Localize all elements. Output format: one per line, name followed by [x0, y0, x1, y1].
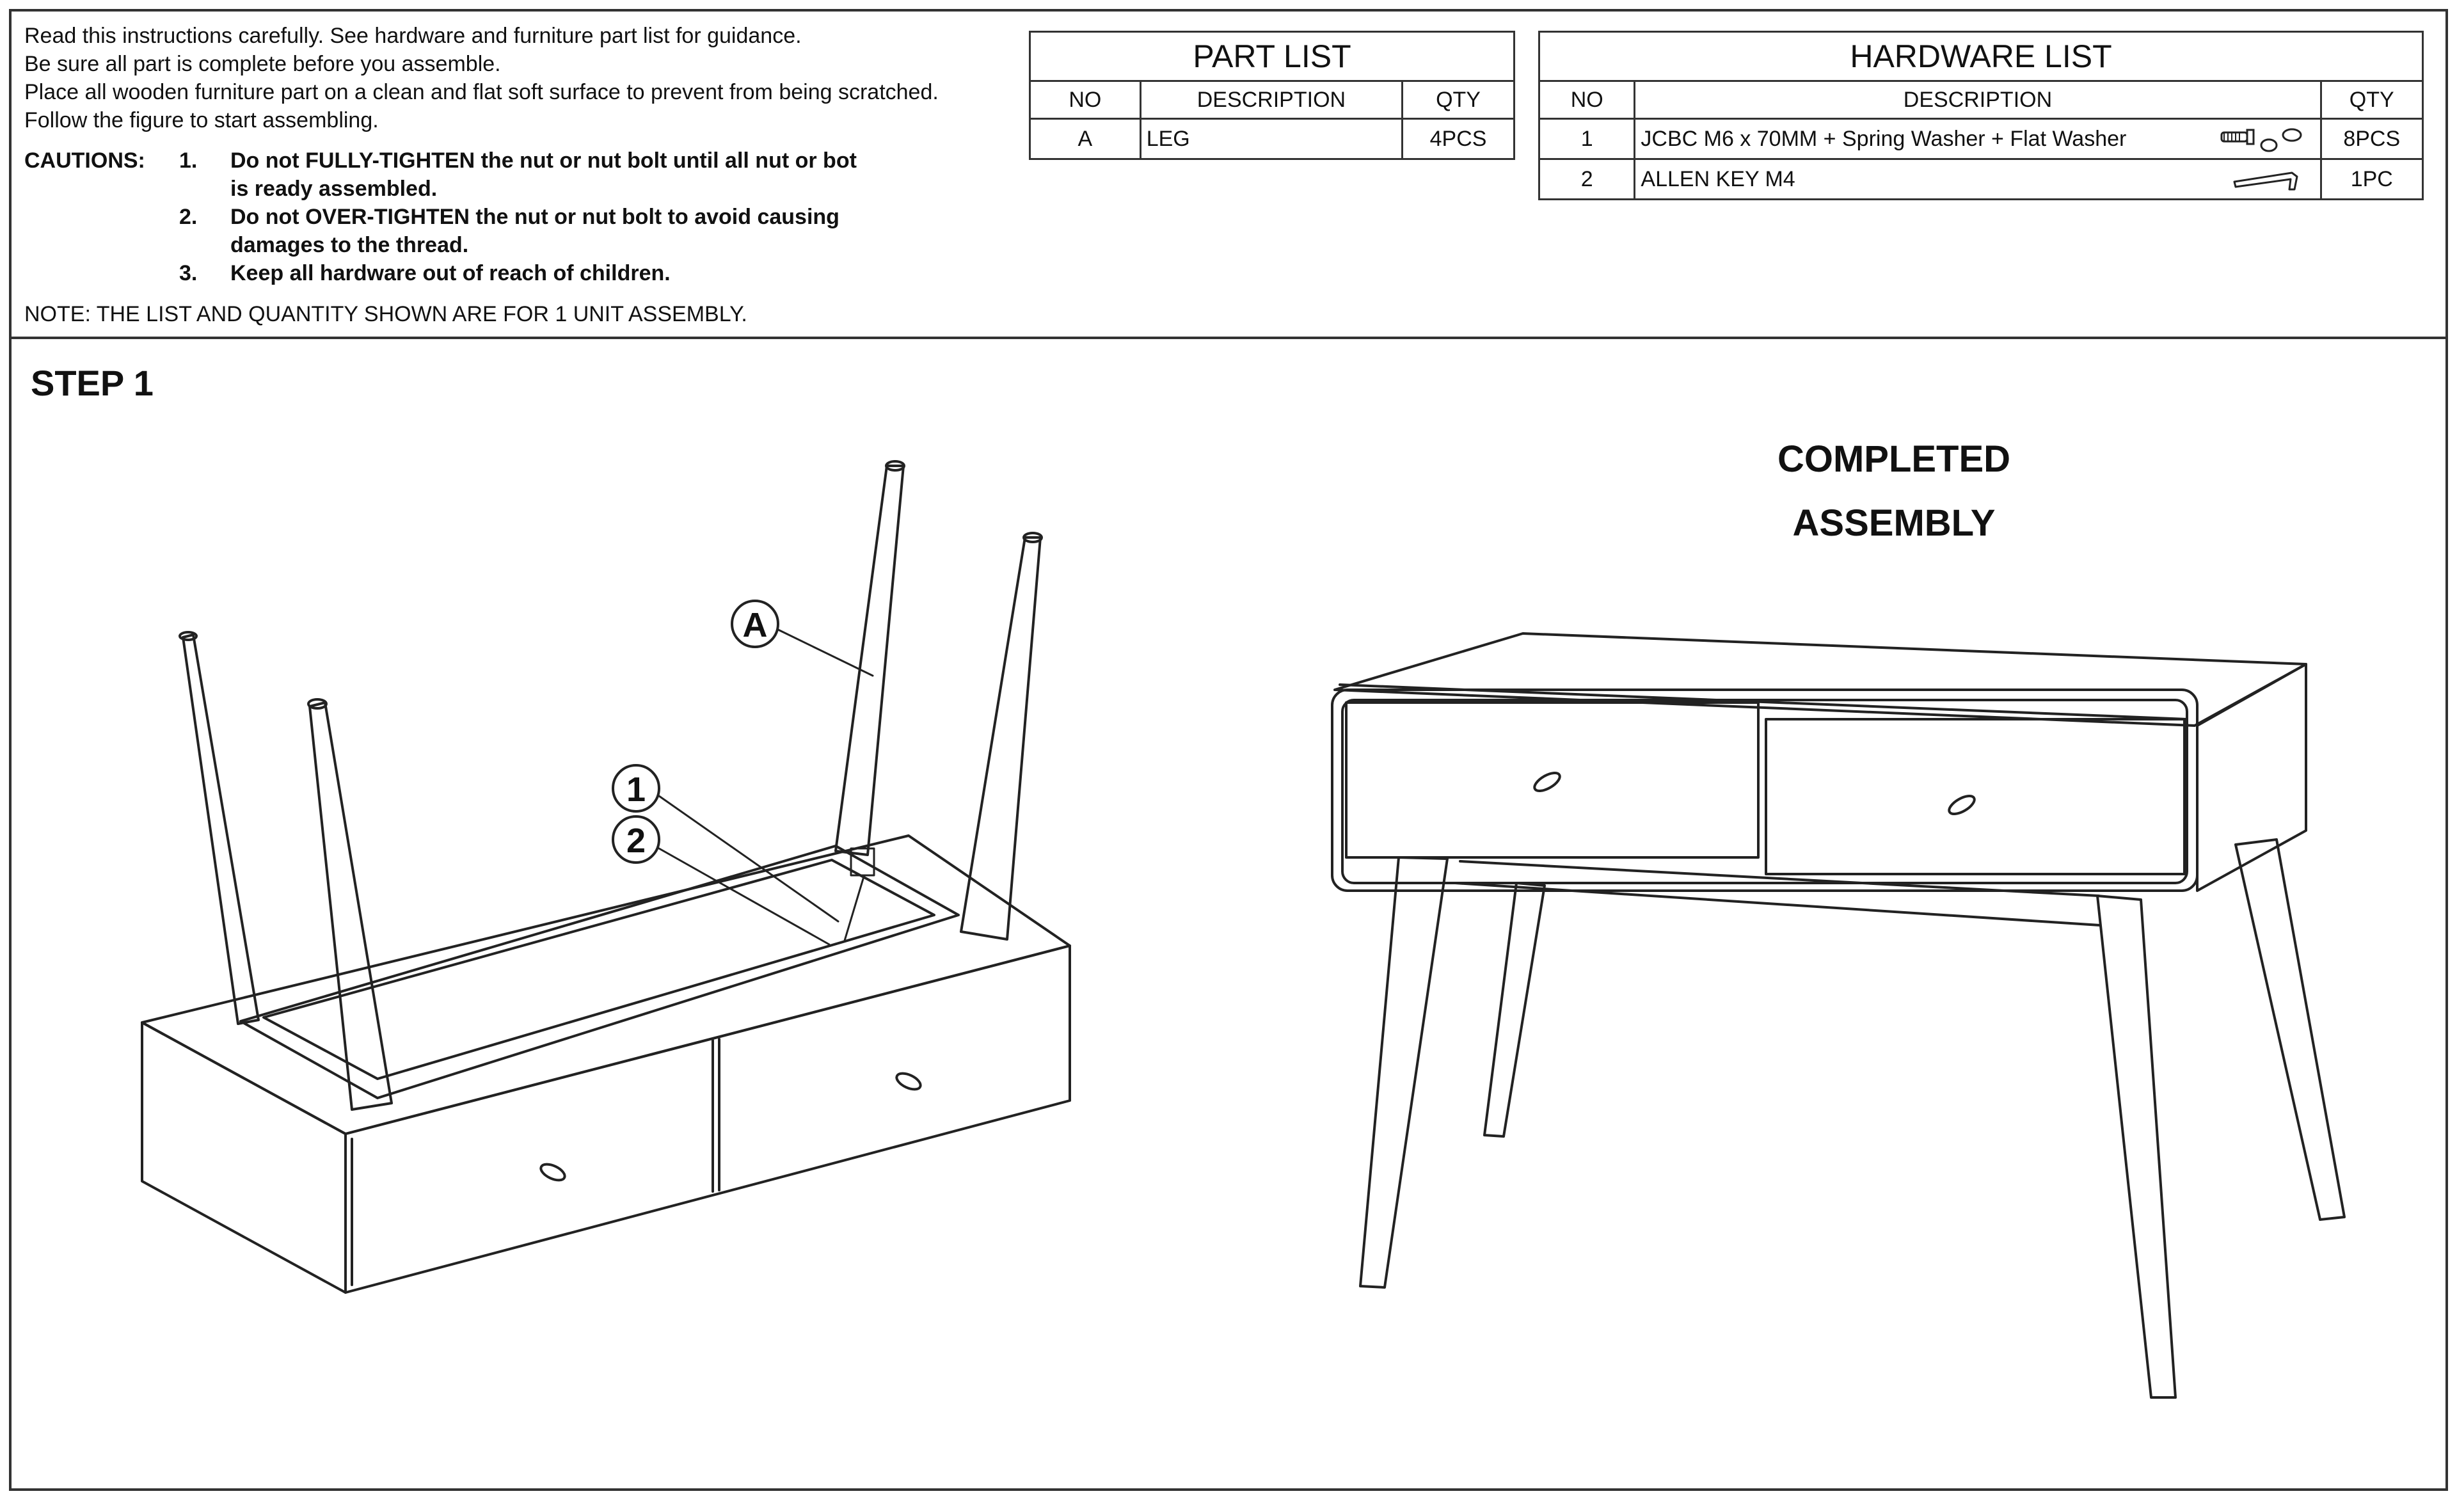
completed-line: COMPLETED [1777, 438, 2011, 480]
instructions-block: Read this instructions carefully. See ha… [24, 22, 939, 134]
column-header: QTY [2319, 80, 2424, 120]
hardware-qty: 8PCS [2319, 118, 2424, 160]
completed-assembly-label: COMPLETED ASSEMBLY [1702, 427, 2086, 555]
column-header: NO [1029, 80, 1141, 120]
caution-number: 3. [179, 261, 198, 285]
table-row: 1 JCBC M6 x 70MM + Spring Washer + Flat … [1538, 118, 2424, 160]
callout-part-label: A [743, 606, 768, 644]
instruction-line: Place all wooden furniture part on a cle… [24, 80, 939, 104]
caution-text: Keep all hardware out of reach of childr… [230, 261, 671, 285]
completed-console-table-illustration [1331, 632, 2346, 1399]
step1-upside-down-table-illustration: A 1 2 [141, 460, 1071, 1294]
part-no: A [1029, 118, 1141, 160]
caution-text: damages to the thread. [230, 233, 469, 257]
column-header: DESCRIPTION [1139, 80, 1404, 120]
hardware-list-table: HARDWARE LIST NO DESCRIPTION QTY 1 JCBC … [1538, 31, 2424, 200]
table-row: A LEG 4PCS [1029, 118, 1515, 160]
caution-number: 1. [179, 148, 198, 173]
callout-hardware-2: 2 [626, 822, 646, 860]
hardware-description: JCBC M6 x 70MM + Spring Washer + Flat Wa… [1641, 126, 2127, 151]
hardware-description-cell: ALLEN KEY M4 [1634, 158, 2322, 200]
completed-line: ASSEMBLY [1792, 502, 1996, 544]
part-list-table: PART LIST NO DESCRIPTION QTY A LEG 4PCS [1029, 31, 1515, 160]
hardware-description: ALLEN KEY M4 [1641, 166, 1795, 191]
bolt-washer-icon [2220, 128, 2302, 152]
hardware-list-title: HARDWARE LIST [1538, 31, 2424, 82]
instruction-line: Read this instructions carefully. See ha… [24, 24, 802, 48]
hardware-no: 2 [1538, 158, 1636, 200]
assembly-note: NOTE: THE LIST AND QUANTITY SHOWN ARE FO… [24, 302, 747, 326]
allen-key-icon [2233, 171, 2298, 191]
column-header: NO [1538, 80, 1636, 120]
part-qty: 4PCS [1401, 118, 1515, 160]
callout-hardware-1: 1 [626, 770, 646, 809]
caution-number: 2. [179, 205, 198, 229]
caution-text: Do not OVER-TIGHTEN the nut or nut bolt … [230, 205, 839, 229]
column-header: DESCRIPTION [1634, 80, 2322, 120]
header-divider [9, 337, 2448, 339]
instruction-sheet-border [9, 9, 2448, 1491]
instruction-line: Be sure all part is complete before you … [24, 52, 501, 76]
cautions-label: CAUTIONS: [24, 148, 145, 173]
hardware-no: 1 [1538, 118, 1636, 160]
hardware-qty: 1PC [2319, 158, 2424, 200]
column-header: QTY [1401, 80, 1515, 120]
step-label: STEP 1 [31, 363, 154, 403]
table-row: 2 ALLEN KEY M4 1PC [1538, 158, 2424, 200]
part-list-title: PART LIST [1029, 31, 1515, 82]
part-description: LEG [1139, 118, 1404, 160]
caution-text: is ready assembled. [230, 177, 438, 201]
hardware-description-cell: JCBC M6 x 70MM + Spring Washer + Flat Wa… [1634, 118, 2322, 160]
instruction-line: Follow the figure to start assembling. [24, 108, 379, 132]
caution-text: Do not FULLY-TIGHTEN the nut or nut bolt… [230, 148, 857, 173]
